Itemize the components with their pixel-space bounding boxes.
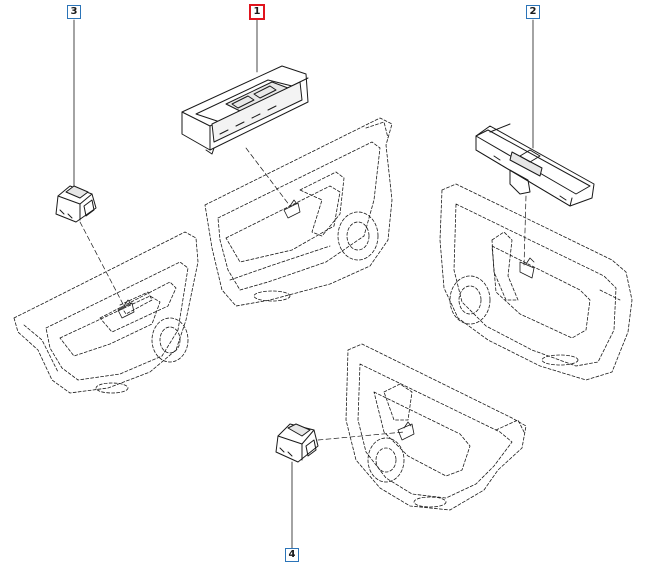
callout-2[interactable]: 2 [526,5,540,19]
door-panel-rear-left [13,231,199,394]
callout-3-label: 3 [70,6,78,17]
door-panel-rear-right [345,343,527,511]
rear-window-switch-part-4 [275,423,319,463]
rear-window-switch-part-3 [55,185,97,223]
callout-3[interactable]: 3 [67,5,81,19]
door-handle-rear-left [117,299,135,319]
door-handle-front-right [519,257,535,279]
callout-4-label: 4 [288,549,296,560]
callout-4[interactable]: 4 [285,548,299,562]
door-handle-rear-right [397,421,415,441]
install-path-lines [79,147,527,441]
door-handle-front-left [283,199,301,219]
callout-2-label: 2 [529,6,537,17]
door-panel-front-right [439,183,633,381]
leader-lines [73,19,534,549]
callout-1-selected[interactable]: 1 [249,4,265,20]
master-window-switch-part-1 [181,65,309,155]
passenger-window-switch-part-2 [475,123,595,207]
door-panel-front-left [204,117,393,307]
callout-1-label: 1 [253,6,261,17]
